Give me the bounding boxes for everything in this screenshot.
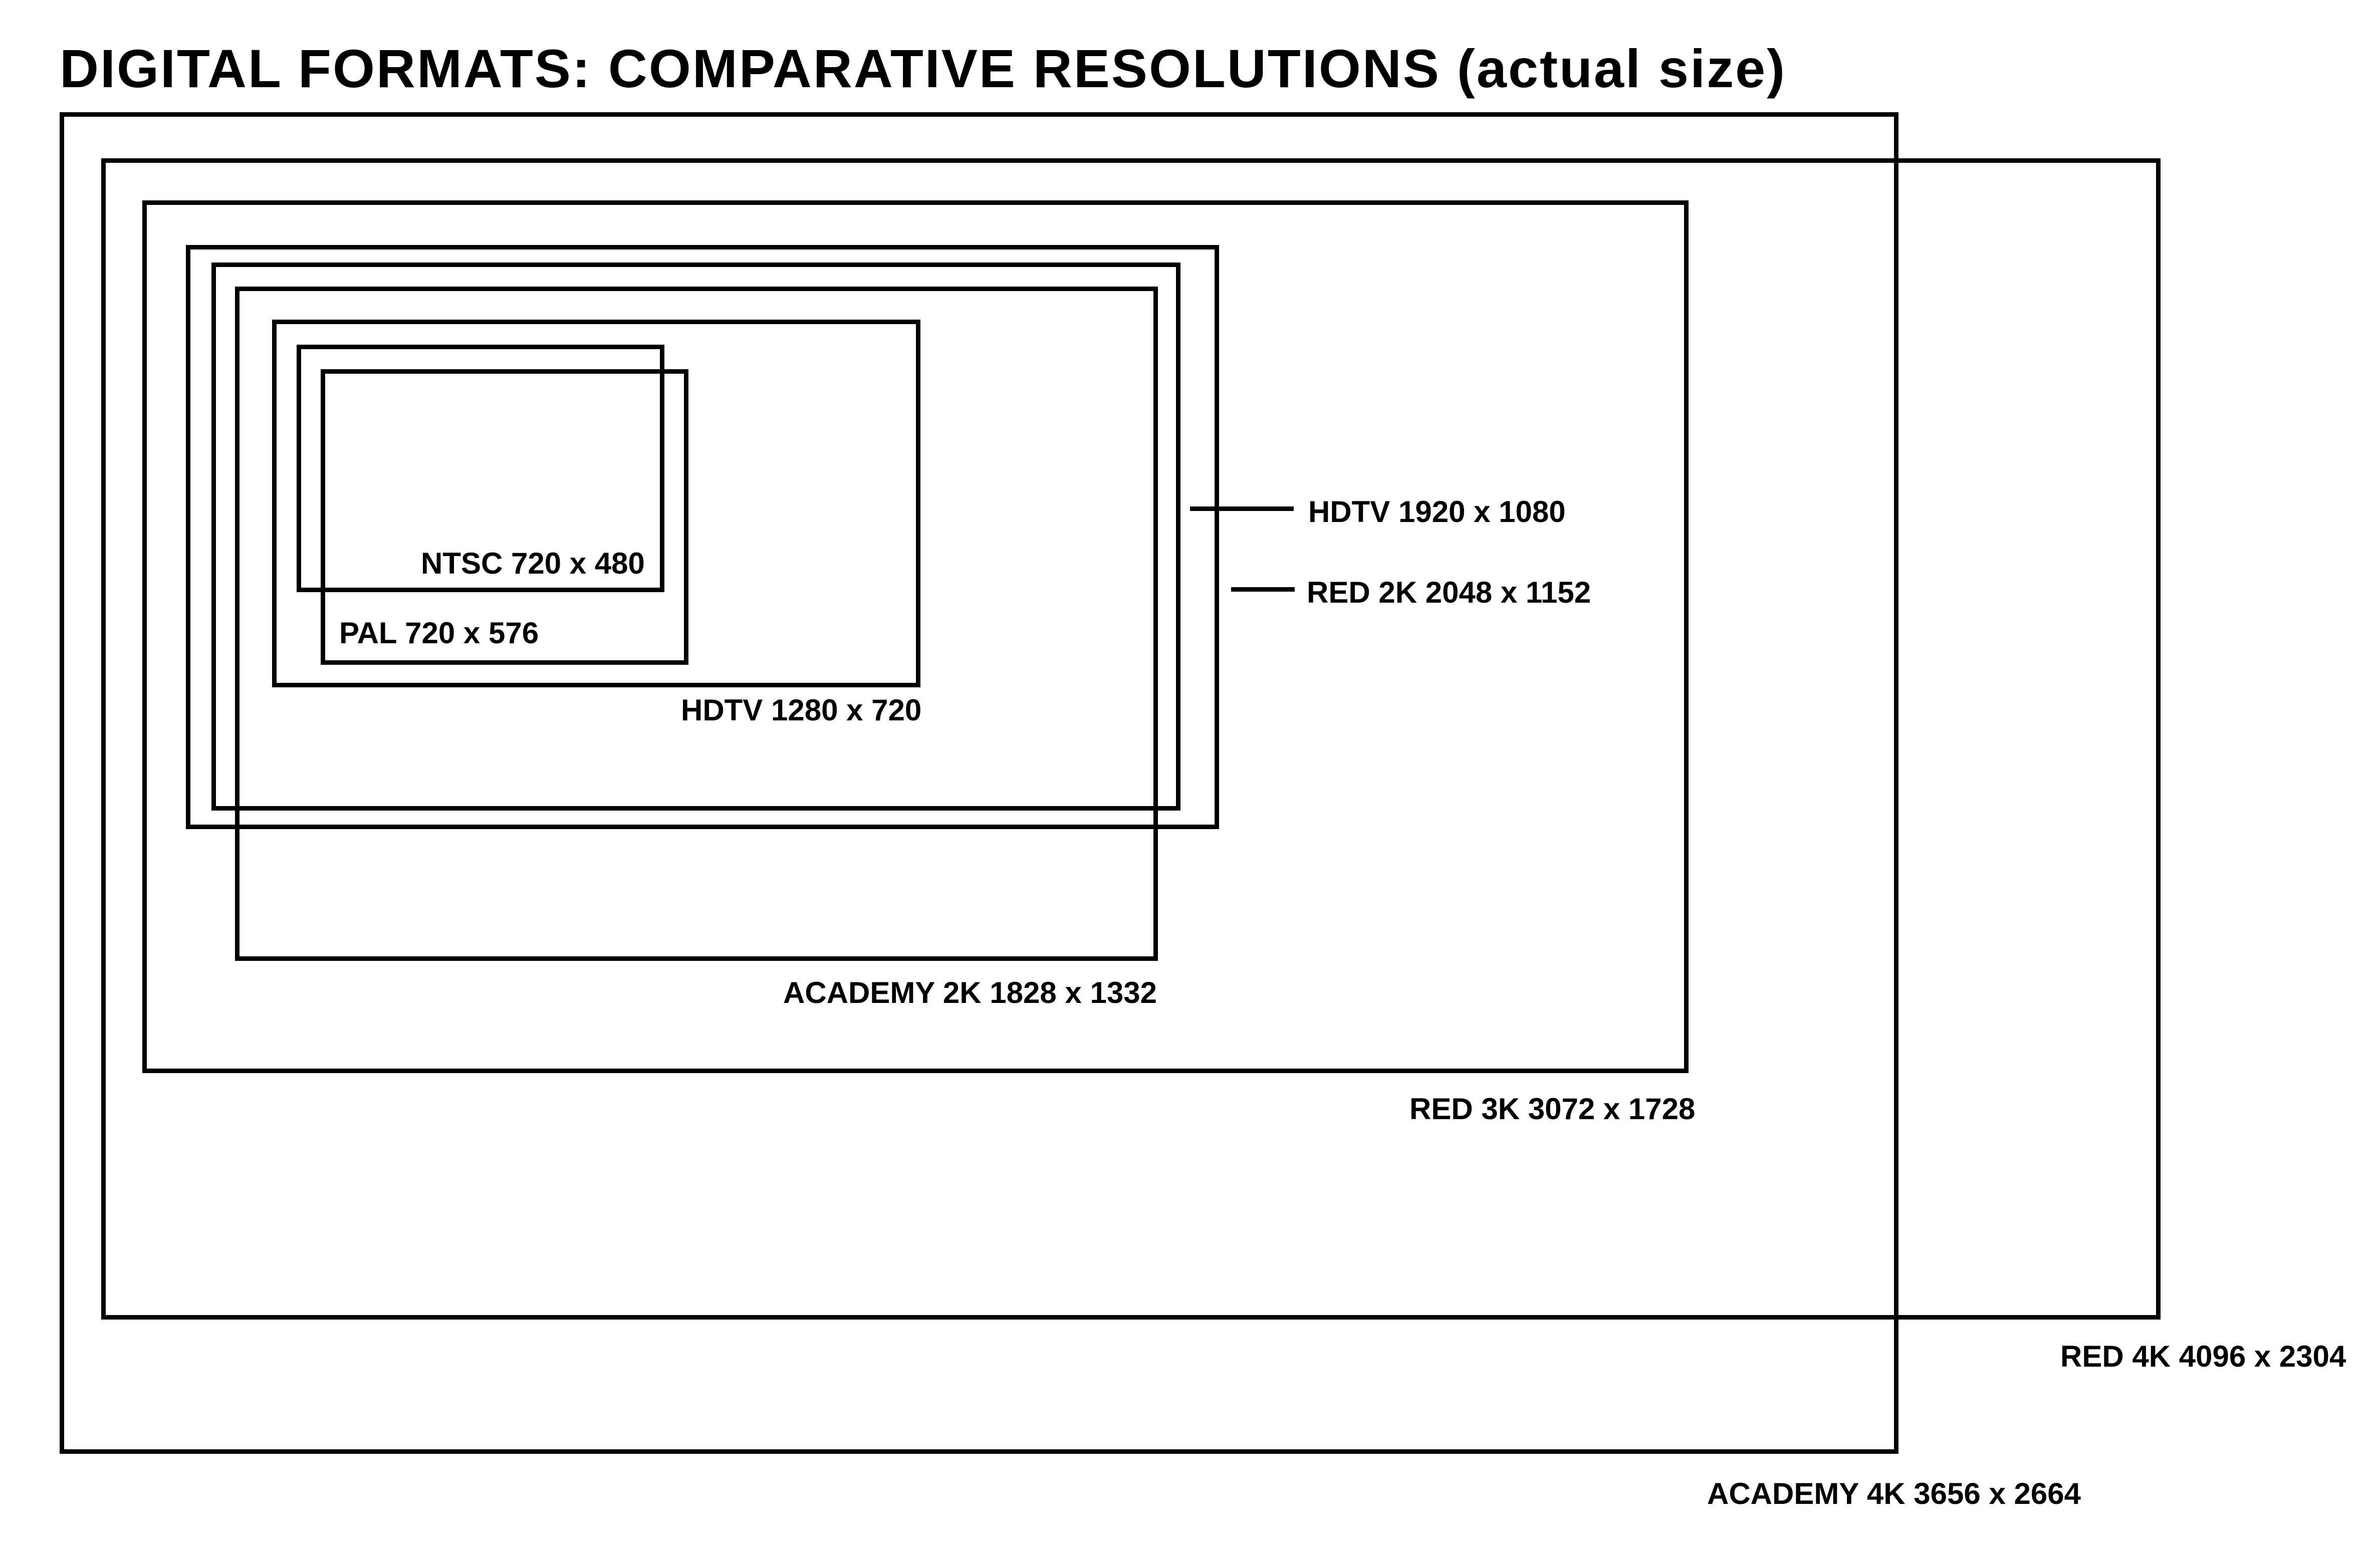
red-2k-label: RED 2K 2048 x 1152 — [1307, 576, 1591, 609]
ntsc-frame — [297, 345, 664, 592]
pal-label: PAL 720 x 576 — [339, 616, 539, 650]
academy-4k-label: ACADEMY 4K 3656 x 2664 — [1707, 1477, 2081, 1510]
hdtv-720-frame — [272, 320, 920, 687]
page-title: DIGITAL FORMATS: COMPARATIVE RESOLUTIONS… — [60, 38, 1787, 99]
red-4k-frame — [101, 158, 2161, 1320]
red-2k-frame — [186, 245, 1219, 829]
academy-2k-label: ACADEMY 2K 1828 x 1332 — [783, 976, 1157, 1009]
red-3k-label: RED 3K 3072 x 1728 — [1409, 1092, 1696, 1126]
red-2k-leader-line — [1231, 587, 1295, 592]
red-3k-frame — [142, 200, 1689, 1073]
academy-4k-frame — [60, 112, 1898, 1454]
ntsc-label: NTSC 720 x 480 — [421, 547, 645, 580]
academy-2k-frame — [235, 287, 1158, 961]
pal-frame — [321, 369, 688, 665]
hdtv-720-label: HDTV 1280 x 720 — [681, 693, 922, 727]
hdtv-1080-label: HDTV 1920 x 1080 — [1308, 495, 1566, 529]
hdtv-1080-frame — [211, 263, 1180, 811]
hdtv-1080-leader-line — [1190, 506, 1294, 511]
red-4k-label: RED 4K 4096 x 2304 — [2060, 1340, 2346, 1373]
